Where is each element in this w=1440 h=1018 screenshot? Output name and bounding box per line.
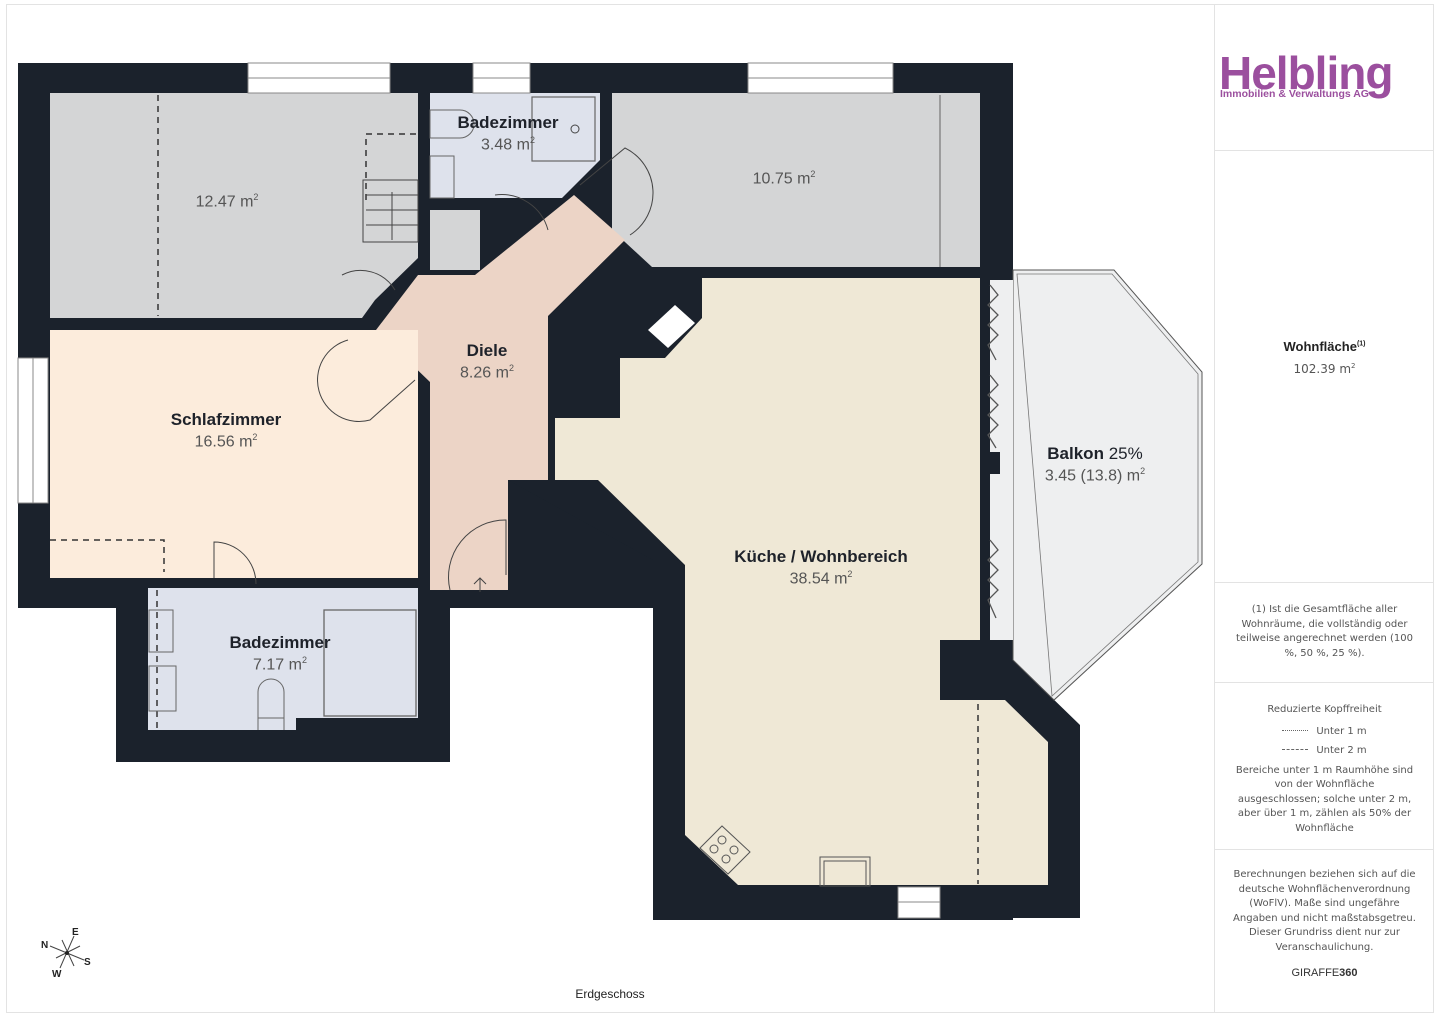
wohnflaeche-section: Wohnfläche(1) 102.39 m2 [1215,151,1434,583]
bad-small-floor [430,93,600,198]
unit-sup: 2 [508,363,514,373]
unit-sup: 2 [301,655,307,665]
compass-s: S [84,957,91,968]
company-logo: Helbling [1219,47,1393,99]
legend-item-dotted: Unter 1 m [1215,726,1434,737]
info-sidebar: Helbling Immobilien & Verwaltungs AG Woh… [1214,4,1434,1013]
balkon-label: Balkon 25% 3.45 (13.8) m2 [1045,444,1145,485]
room-area: 16.56 m [194,433,253,451]
room-name: Diele [466,341,508,360]
room-area: 10.75 m [752,170,811,188]
door-swings [213,147,654,591]
diele-label: Diele 8.26 m2 [460,341,514,382]
sink-icon [819,856,871,887]
unit-sup: 2 [252,432,258,442]
unit-sup: 2 [529,135,535,145]
room-12-47-floor [50,93,418,318]
brand-a: GIRAFFE [1291,967,1340,979]
giraffe360-brand: GIRAFFE360 [1215,967,1434,979]
room-name: Badezimmer [457,113,559,132]
company-subtitle: Immobilien & Verwaltungs AG [1220,88,1369,100]
folding-doors [987,284,999,619]
disclaimer-section: Berechnungen beziehen sich auf die deuts… [1215,850,1434,1013]
logo-section: Helbling Immobilien & Verwaltungs AG [1215,4,1434,151]
room-10-75-floor [612,93,980,267]
wohnflaeche-title: Wohnfläche [1283,339,1357,354]
unit-sup: 2 [1351,362,1356,370]
stairs [362,179,419,243]
floor-plan [17,62,1203,920]
diele-floor [376,195,625,590]
room-name: Balkon [1047,444,1104,463]
unit-sup: 2 [253,192,259,202]
room-area: 7.17 m [253,656,302,674]
dashed-line-icon [1282,749,1309,750]
room-name: Küche / Wohnbereich [734,547,908,566]
room-12-47-label: 12.47 m2 [196,190,259,211]
dotted-line-icon [1282,730,1309,731]
schlafzimmer-floor [50,330,418,578]
bad-large-floor [148,588,418,730]
legend-title: Reduzierte Kopffreiheit [1267,704,1382,715]
floor-name: Erdgeschoss [575,987,645,1001]
compass-e: E [72,927,79,938]
room-10-75-label: 10.75 m2 [753,167,816,188]
room-area: 38.54 m [789,570,848,588]
stove-icon [699,825,751,875]
bad-small-label: Badezimmer 3.48 m2 [457,113,558,154]
room-area: 3.48 m [481,136,530,154]
kueche-floor [555,278,1048,885]
compass-n: N [41,940,49,951]
compass-icon: N E S W [38,926,98,981]
kueche-label: Küche / Wohnbereich 38.54 m2 [734,547,908,588]
unit-sup: 2 [1140,466,1146,476]
wohnflaeche-value: 102.39 m [1293,362,1352,376]
legend-item-dashed: Unter 2 m [1215,745,1434,756]
balkon-floor [1012,269,1203,701]
disclaimer-text: Berechnungen beziehen sich auf die deuts… [1233,869,1416,953]
legend-section: Reduzierte Kopffreiheit Unter 1 m Unter … [1215,683,1434,850]
unit-sup: 2 [847,569,853,579]
brand-b: 360 [1339,967,1358,979]
room-name: Badezimmer [229,633,331,652]
footnote-section: (1) Ist die Gesamtfläche aller Wohnräume… [1215,583,1434,683]
room-area: 8.26 m [460,364,509,382]
bad-large-label: Badezimmer 7.17 m2 [229,633,330,674]
legend-label: Unter 1 m [1316,725,1367,737]
room-percentage: 25% [1108,444,1143,463]
room-area: 3.45 (13.8) m [1044,467,1141,485]
legend-note: Bereiche unter 1 m Raumhöhe sind von der… [1235,764,1414,834]
schlafzimmer-label: Schlafzimmer 16.56 m2 [171,410,282,451]
room-area: 12.47 m [195,193,254,211]
footnote-mark: (1) [1356,340,1366,348]
footnote-text: (1) Ist die Gesamtfläche aller Wohnräume… [1236,604,1413,659]
legend-label: Unter 2 m [1316,744,1367,756]
compass-w: W [52,969,62,980]
unit-sup: 2 [810,169,816,179]
page-frame [6,4,1434,1013]
room-name: Schlafzimmer [170,410,282,429]
